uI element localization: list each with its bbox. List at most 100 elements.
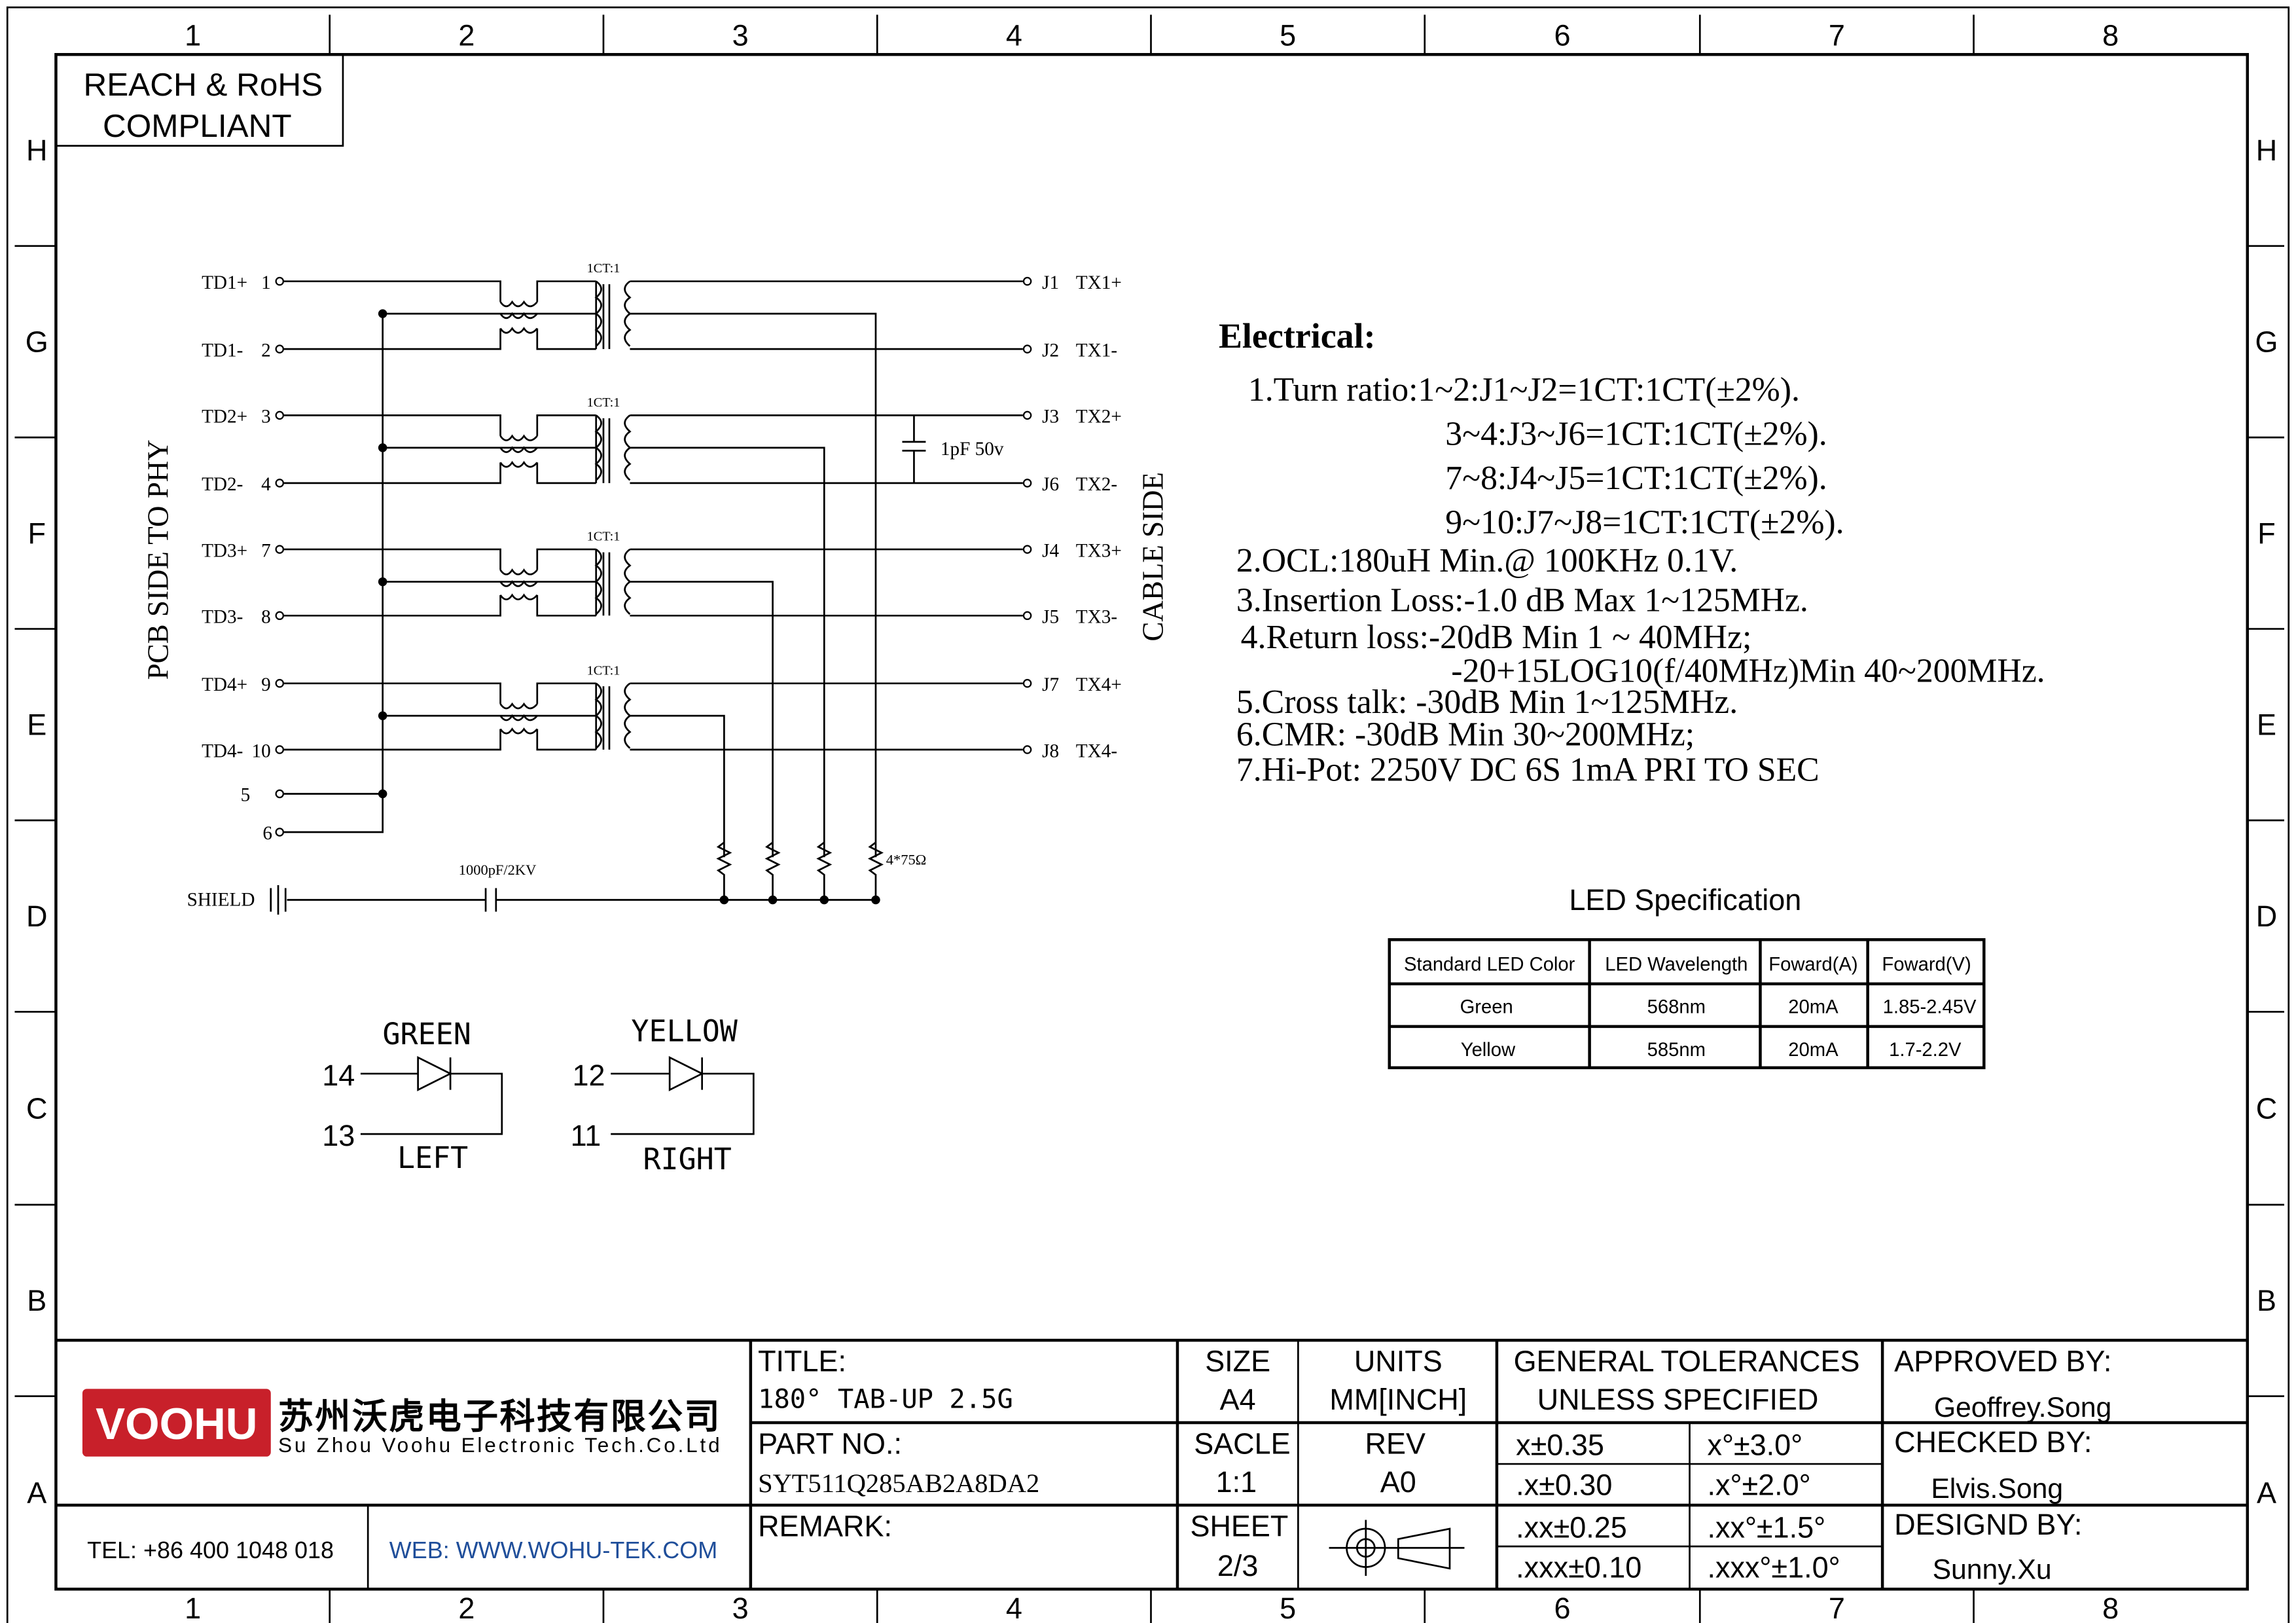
table-cell: 1.85-2.45V bbox=[1883, 997, 1977, 1018]
spec-line: 5.Cross talk: -30dB Min 1~125MHz. bbox=[1236, 684, 1738, 721]
tolerance-angular: .x°±2.0° bbox=[1708, 1468, 1811, 1501]
pin-number: 3 bbox=[261, 407, 271, 428]
pin-terminal bbox=[1022, 545, 1032, 554]
pin-name: TD3- bbox=[202, 607, 243, 628]
spec-line: 9~10:J7~J8=1CT:1CT(±2%). bbox=[1445, 503, 1844, 541]
transformer-ratio: 1CT:1 bbox=[587, 261, 620, 276]
schematic: PCB SIDE TO PHY CABLE SIDE 1pF 50v 4*75Ω… bbox=[141, 261, 1169, 915]
electrical-spec: Electrical: 1.Turn ratio:1~2:J1~J2=1CT:1… bbox=[1219, 316, 2045, 788]
pin-terminal bbox=[1022, 479, 1032, 488]
part-number: SYT511Q285AB2A8DA2 bbox=[758, 1468, 1039, 1498]
row-label: A bbox=[27, 1476, 46, 1510]
web-link[interactable]: WEB: WWW.WOHU-TEK.COM bbox=[389, 1537, 717, 1563]
rev-label: REV bbox=[1365, 1427, 1426, 1460]
row-label: C bbox=[26, 1092, 47, 1125]
row-label: C bbox=[2256, 1092, 2277, 1125]
column-label: 3 bbox=[732, 19, 749, 52]
column-label: 7 bbox=[1829, 19, 1845, 52]
electrical-title: Electrical: bbox=[1219, 316, 1376, 356]
table-cell: Green bbox=[1460, 997, 1513, 1018]
resistor-symbol bbox=[716, 841, 732, 900]
pin-number: 8 bbox=[261, 607, 271, 628]
resistor-symbol bbox=[816, 841, 833, 900]
pin-name: TX1- bbox=[1076, 340, 1117, 361]
led-yellow-side: RIGHT bbox=[643, 1142, 731, 1176]
led-green-side: LEFT bbox=[397, 1140, 468, 1175]
pin-number: J2 bbox=[1042, 340, 1059, 361]
column-label: 2 bbox=[458, 1592, 475, 1623]
led-yellow: YELLOW 12 11 RIGHT bbox=[571, 1013, 755, 1176]
pin-name: TX2- bbox=[1076, 474, 1117, 495]
led-yellow-label: YELLOW bbox=[631, 1013, 738, 1048]
pin-terminal bbox=[1022, 611, 1032, 621]
pin-name: TD1+ bbox=[202, 272, 247, 293]
projection-symbol-icon bbox=[1329, 1520, 1465, 1577]
pin-terminal bbox=[275, 410, 285, 420]
pin-number: J7 bbox=[1042, 674, 1059, 695]
size-label: SIZE bbox=[1205, 1344, 1270, 1377]
shield-line bbox=[270, 884, 876, 915]
resistor-symbol bbox=[867, 841, 884, 900]
column-label: 8 bbox=[2102, 19, 2119, 52]
row-label: G bbox=[26, 325, 48, 359]
table-cell: 1.7-2.2V bbox=[1889, 1040, 1962, 1061]
pin-name: TD2+ bbox=[202, 407, 247, 428]
spec-line: 7.Hi-Pot: 2250V DC 6S 1mA PRI TO SEC bbox=[1236, 751, 1820, 788]
outer-border bbox=[6, 6, 2290, 1623]
column-label: 8 bbox=[2102, 1592, 2119, 1623]
table-header: LED Wavelength bbox=[1605, 954, 1748, 975]
logo-text: VOOHU bbox=[96, 1400, 257, 1449]
row-label: H bbox=[2256, 134, 2277, 167]
led-green-label: GREEN bbox=[382, 1017, 471, 1051]
row-label: B bbox=[27, 1284, 46, 1317]
pin-number: J5 bbox=[1042, 607, 1059, 628]
shield-cap-label: 1000pF/2KV bbox=[459, 862, 537, 878]
pin-number: 2 bbox=[261, 340, 271, 361]
spec-line: 6.CMR: -30dB Min 30~200MHz; bbox=[1236, 716, 1695, 753]
checked-label: CHECKED BY: bbox=[1894, 1425, 2092, 1459]
title-label: TITLE: bbox=[758, 1344, 846, 1377]
row-label: D bbox=[2256, 900, 2277, 933]
led-spec-title: LED Specification bbox=[1569, 883, 1801, 917]
transformer-ratio: 1CT:1 bbox=[587, 663, 620, 678]
compliance-box bbox=[55, 53, 344, 147]
pin-terminal bbox=[1022, 410, 1032, 420]
column-label: 1 bbox=[185, 19, 201, 52]
row-label: F bbox=[27, 517, 45, 550]
table-cell: 20mA bbox=[1788, 1040, 1839, 1061]
pin-name: TX3- bbox=[1076, 607, 1117, 628]
rev-value: A0 bbox=[1380, 1465, 1416, 1499]
led-green-pin-a: 14 bbox=[322, 1059, 355, 1092]
row-label: E bbox=[2257, 708, 2276, 742]
tolerance-angular: .xxx°±1.0° bbox=[1708, 1550, 1840, 1584]
resistor-symbol bbox=[764, 841, 781, 900]
pin-terminal bbox=[1022, 344, 1032, 354]
designed-by: Sunny.Xu bbox=[1933, 1554, 2052, 1586]
pin-terminal bbox=[275, 679, 285, 688]
sheet-value: 2/3 bbox=[1217, 1549, 1259, 1582]
led-yellow-pin-b: 11 bbox=[571, 1119, 601, 1152]
shield-label: SHIELD bbox=[187, 889, 255, 910]
compliance-line2: COMPLIANT bbox=[103, 108, 292, 144]
column-label: 5 bbox=[1280, 19, 1296, 52]
spec-line: 1.Turn ratio:1~2:J1~J2=1CT:1CT(±2%). bbox=[1248, 371, 1800, 409]
column-label: 6 bbox=[1554, 19, 1571, 52]
row-label: E bbox=[27, 708, 46, 742]
table-header: Foward(V) bbox=[1882, 954, 1971, 975]
pin-terminal bbox=[1022, 745, 1032, 754]
pin-number: J8 bbox=[1042, 740, 1059, 761]
pin-number: 10 bbox=[252, 740, 271, 761]
pin-terminal bbox=[275, 545, 285, 554]
pin-terminal bbox=[1022, 679, 1032, 688]
pin-name: TD2- bbox=[202, 474, 243, 495]
scale-value: 1:1 bbox=[1216, 1465, 1257, 1499]
part-label: PART NO.: bbox=[758, 1427, 902, 1460]
company-name-cn: 苏州沃虎电子科技有限公司 bbox=[278, 1397, 720, 1436]
spec-line: 4.Return loss:-20dB Min 1 ~ 40MHz; bbox=[1241, 619, 1752, 656]
designed-label: DESIGND BY: bbox=[1894, 1508, 2082, 1541]
table-header: Standard LED Color bbox=[1404, 954, 1575, 975]
tolerance-linear: .xx±0.25 bbox=[1516, 1511, 1627, 1544]
tolerance-label: GENERAL TOLERANCES bbox=[1514, 1344, 1860, 1377]
tolerance-angular: .xx°±1.5° bbox=[1708, 1511, 1826, 1544]
